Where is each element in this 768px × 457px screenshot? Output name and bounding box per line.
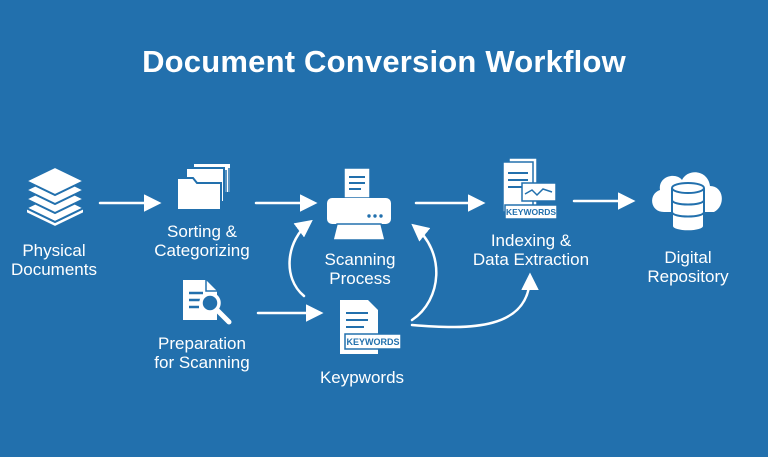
document-search-icon bbox=[183, 280, 232, 325]
scanner-icon bbox=[327, 167, 391, 241]
arrow-preparation-up-to-scanning bbox=[288, 219, 313, 298]
cloud-database-icon bbox=[652, 172, 722, 233]
document-stack-icon bbox=[23, 165, 87, 229]
preparation-label: Preparation for Scanning bbox=[154, 334, 250, 372]
indexing-label: Indexing & Data Extraction bbox=[472, 231, 590, 269]
keypwords-label: Keypwords bbox=[319, 368, 405, 387]
indexing-document-icon: KEYWORDS bbox=[502, 157, 558, 220]
folders-icon bbox=[176, 162, 232, 211]
digital-repository-label: Digital Repository bbox=[647, 248, 729, 286]
arrow-keywords-to-indexing bbox=[410, 272, 539, 329]
indexing-keywords-badge: KEYWORDS bbox=[506, 207, 556, 217]
physical-documents-label: Physical Documents bbox=[11, 241, 97, 279]
diagram-title: Document Conversion Workflow bbox=[142, 44, 626, 79]
connectors bbox=[98, 192, 636, 329]
sorting-label: Sorting & Categorizing bbox=[154, 222, 250, 260]
keywords-document-icon: KEYWORDS bbox=[340, 300, 402, 354]
arrow-keywords-back-to-scanning bbox=[410, 223, 438, 322]
scanning-label: Scanning Process bbox=[324, 250, 396, 288]
keywords-badge: KEYWORDS bbox=[346, 337, 399, 347]
